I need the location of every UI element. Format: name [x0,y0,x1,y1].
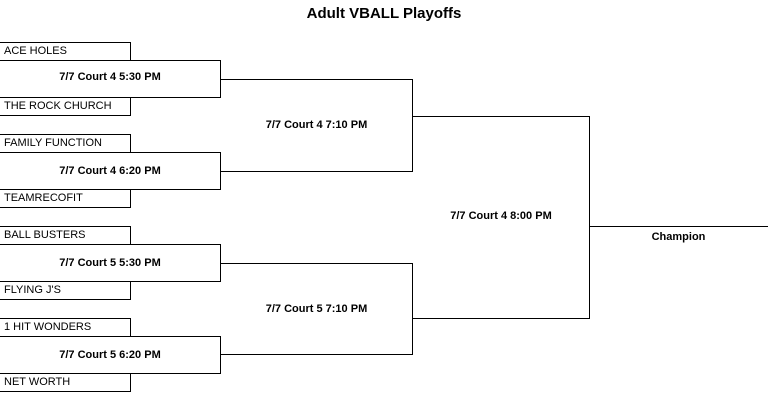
connector-line [0,281,220,282]
page-title: Adult VBALL Playoffs [306,5,462,22]
connector-line [220,79,413,80]
champion-label: Champion [651,231,706,243]
team-slot: NET WORTH [0,373,131,392]
team-slot: 1 HIT WONDERS [0,318,131,337]
connector-line [412,116,590,117]
connector-line [0,152,220,153]
team-slot: BALL BUSTERS [0,226,131,245]
game-label: 7/7 Court 4 6:20 PM [59,165,161,177]
connector-line [0,189,220,190]
connector-line [0,336,220,337]
team-slot: THE ROCK CHURCH [0,97,131,116]
game-label: 7/7 Court 5 7:10 PM [265,303,368,315]
game-label: 7/7 Court 5 5:30 PM [59,257,161,269]
connector-line [220,171,413,172]
connector-line [0,97,220,98]
champion-line [589,226,768,227]
team-slot: TEAMRECOFIT [0,189,131,208]
connector-line [220,336,221,374]
game-label: 7/7 Court 4 7:10 PM [265,119,368,131]
game-label: 7/7 Court 4 8:00 PM [450,210,552,222]
connector-line [220,354,413,355]
connector-line [0,244,220,245]
connector-line [0,60,220,61]
game-label: 7/7 Court 5 6:20 PM [59,349,161,361]
connector-line [412,79,413,172]
connector-line [412,263,413,355]
connector-line [412,318,590,319]
team-slot: FAMILY FUNCTION [0,134,131,153]
team-slot: ACE HOLES [0,42,131,61]
connector-line [220,263,413,264]
connector-line [0,373,220,374]
team-slot: FLYING J'S [0,281,131,300]
game-label: 7/7 Court 4 5:30 PM [59,71,161,83]
connector-line [589,116,590,319]
